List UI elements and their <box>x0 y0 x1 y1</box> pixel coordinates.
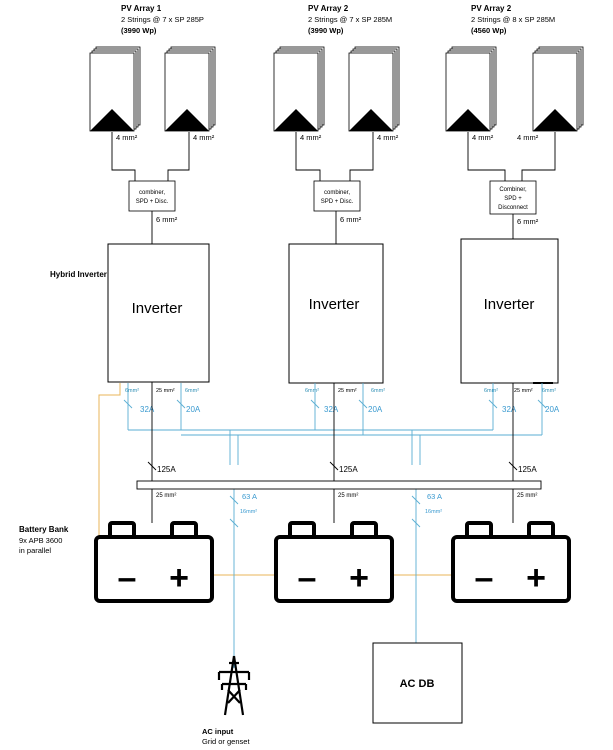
breaker-label: 32A <box>140 405 155 414</box>
cable-label: 6 mm² <box>517 217 539 226</box>
ac-breaker-marks <box>123 399 547 528</box>
battery-icon <box>451 521 571 603</box>
inverter-2: Inverter <box>288 243 384 384</box>
dc-main-wiring <box>151 382 514 523</box>
combiner-line: SPD + Disc. <box>136 199 169 205</box>
array-1-power: (3990 Wp) <box>121 26 157 35</box>
pv-panel-icon <box>273 46 325 132</box>
main-breaker-label: 125A <box>157 465 176 474</box>
combiner-line: combiner, <box>139 190 165 196</box>
cable-label: 4 mm² <box>472 133 494 142</box>
pv-panel-icon <box>164 46 216 132</box>
transmission-tower-icon <box>217 655 251 716</box>
ac-cable-label: 16mm² <box>240 509 257 515</box>
cable-label: 6 mm² <box>340 215 362 224</box>
breaker-label: 20A <box>368 405 383 414</box>
array-1-title: PV Array 1 <box>121 4 162 13</box>
cable-label: 6mm² <box>542 388 556 394</box>
array-3-power: (4560 Wp) <box>471 26 507 35</box>
bus-cable-label: 25 mm² <box>156 493 176 499</box>
combiner-line: combiner, <box>324 190 350 196</box>
ac-db-label: AC DB <box>400 678 435 690</box>
array-1-strings: 2 Strings @ 7 x SP 285P <box>121 15 204 24</box>
cable-label: 6mm² <box>371 388 385 394</box>
array-3-header: PV Array 2 2 Strings @ 8 x SP 285M (4560… <box>471 4 555 35</box>
cable-label: 25 mm² <box>338 388 357 394</box>
battery-3: – + <box>451 521 571 603</box>
main-breaker-label: 125A <box>518 465 537 474</box>
inverter-label: Inverter <box>309 296 360 313</box>
breaker-label: 20A <box>545 405 560 414</box>
combiner-line: SPD + <box>504 196 522 202</box>
array-2-power: (3990 Wp) <box>308 26 344 35</box>
dc-busbar <box>136 480 542 490</box>
battery-bank-config: in parallel <box>19 546 51 555</box>
battery-bank-title: Battery Bank <box>19 525 69 534</box>
combiner-line: Combiner, <box>499 187 527 193</box>
battery-icon <box>94 521 214 603</box>
hybrid-inverter-label: Hybrid Inverter <box>50 270 107 279</box>
cable-label: 6mm² <box>305 388 319 394</box>
main-breaker-marks <box>147 461 518 471</box>
breaker-label: 32A <box>502 405 517 414</box>
cable-label: 4 mm² <box>517 133 539 142</box>
pv-panel-icon <box>89 46 141 132</box>
inverter-3: Inverter <box>460 238 559 384</box>
cable-label: 6mm² <box>125 388 139 394</box>
cable-label: 6mm² <box>484 388 498 394</box>
array-3-strings: 2 Strings @ 8 x SP 285M <box>471 15 555 24</box>
bus-cable-label: 25 mm² <box>338 493 358 499</box>
combiner-line: SPD + Disc. <box>321 199 354 205</box>
combiner-box-2: combiner, SPD + Disc. <box>313 180 361 212</box>
inverter-label: Inverter <box>132 300 183 317</box>
cable-label: 4 mm² <box>116 133 138 142</box>
breaker-label: 32A <box>324 405 339 414</box>
ac-breaker-label: 63 A <box>242 492 257 501</box>
ac-input-title: AC input <box>202 727 234 736</box>
battery-plus: + <box>349 559 369 597</box>
battery-minus: – <box>475 559 494 597</box>
cable-label: 25 mm² <box>514 388 533 394</box>
battery-bank-label: Battery Bank 9x APB 3600 in parallel <box>19 525 69 555</box>
cable-label: 25 mm² <box>156 388 175 394</box>
array-2-title: PV Array 2 <box>308 4 349 13</box>
array-2-strings: 2 Strings @ 7 x SP 285M <box>308 15 392 24</box>
battery-minus: – <box>298 559 317 597</box>
battery-plus: + <box>169 559 189 597</box>
ac-wiring <box>127 383 543 668</box>
cable-label: 4 mm² <box>193 133 215 142</box>
combiner-box-3: Combiner, SPD + Disconnect <box>489 180 537 215</box>
cable-label: 4 mm² <box>377 133 399 142</box>
battery-1: – + <box>94 521 214 603</box>
pv-panel-icon <box>348 46 400 132</box>
array-1-header: PV Array 1 2 Strings @ 7 x SP 285P (3990… <box>121 4 204 35</box>
battery-icon <box>274 521 394 603</box>
combiner-line: Disconnect <box>498 205 528 211</box>
breaker-label: 20A <box>186 405 201 414</box>
array-3-title: PV Array 2 <box>471 4 512 13</box>
ac-input-sub: Grid or genset <box>202 737 250 746</box>
inverter-label: Inverter <box>484 296 535 313</box>
battery-2: – + <box>274 521 394 603</box>
main-breaker-label: 125A <box>339 465 358 474</box>
ac-cable-label: 16mm² <box>425 509 442 515</box>
inverter-1: Inverter <box>107 243 210 383</box>
battery-bank-count: 9x APB 3600 <box>19 536 62 545</box>
cable-label: 4 mm² <box>300 133 322 142</box>
cable-label: 6mm² <box>185 388 199 394</box>
pv-panel-icon <box>532 46 584 132</box>
bus-cable-label: 25 mm² <box>517 493 537 499</box>
ac-breaker-label: 63 A <box>427 492 442 501</box>
pv-wiring <box>111 132 556 244</box>
ac-db: AC DB <box>372 642 463 724</box>
battery-minus: – <box>118 559 137 597</box>
battery-plus: + <box>526 559 546 597</box>
pv-panel-icon <box>445 46 497 132</box>
array-2-header: PV Array 2 2 Strings @ 7 x SP 285M (3990… <box>308 4 392 35</box>
combiner-box-1: combiner, SPD + Disc. <box>128 180 176 212</box>
cable-label: 6 mm² <box>156 215 178 224</box>
